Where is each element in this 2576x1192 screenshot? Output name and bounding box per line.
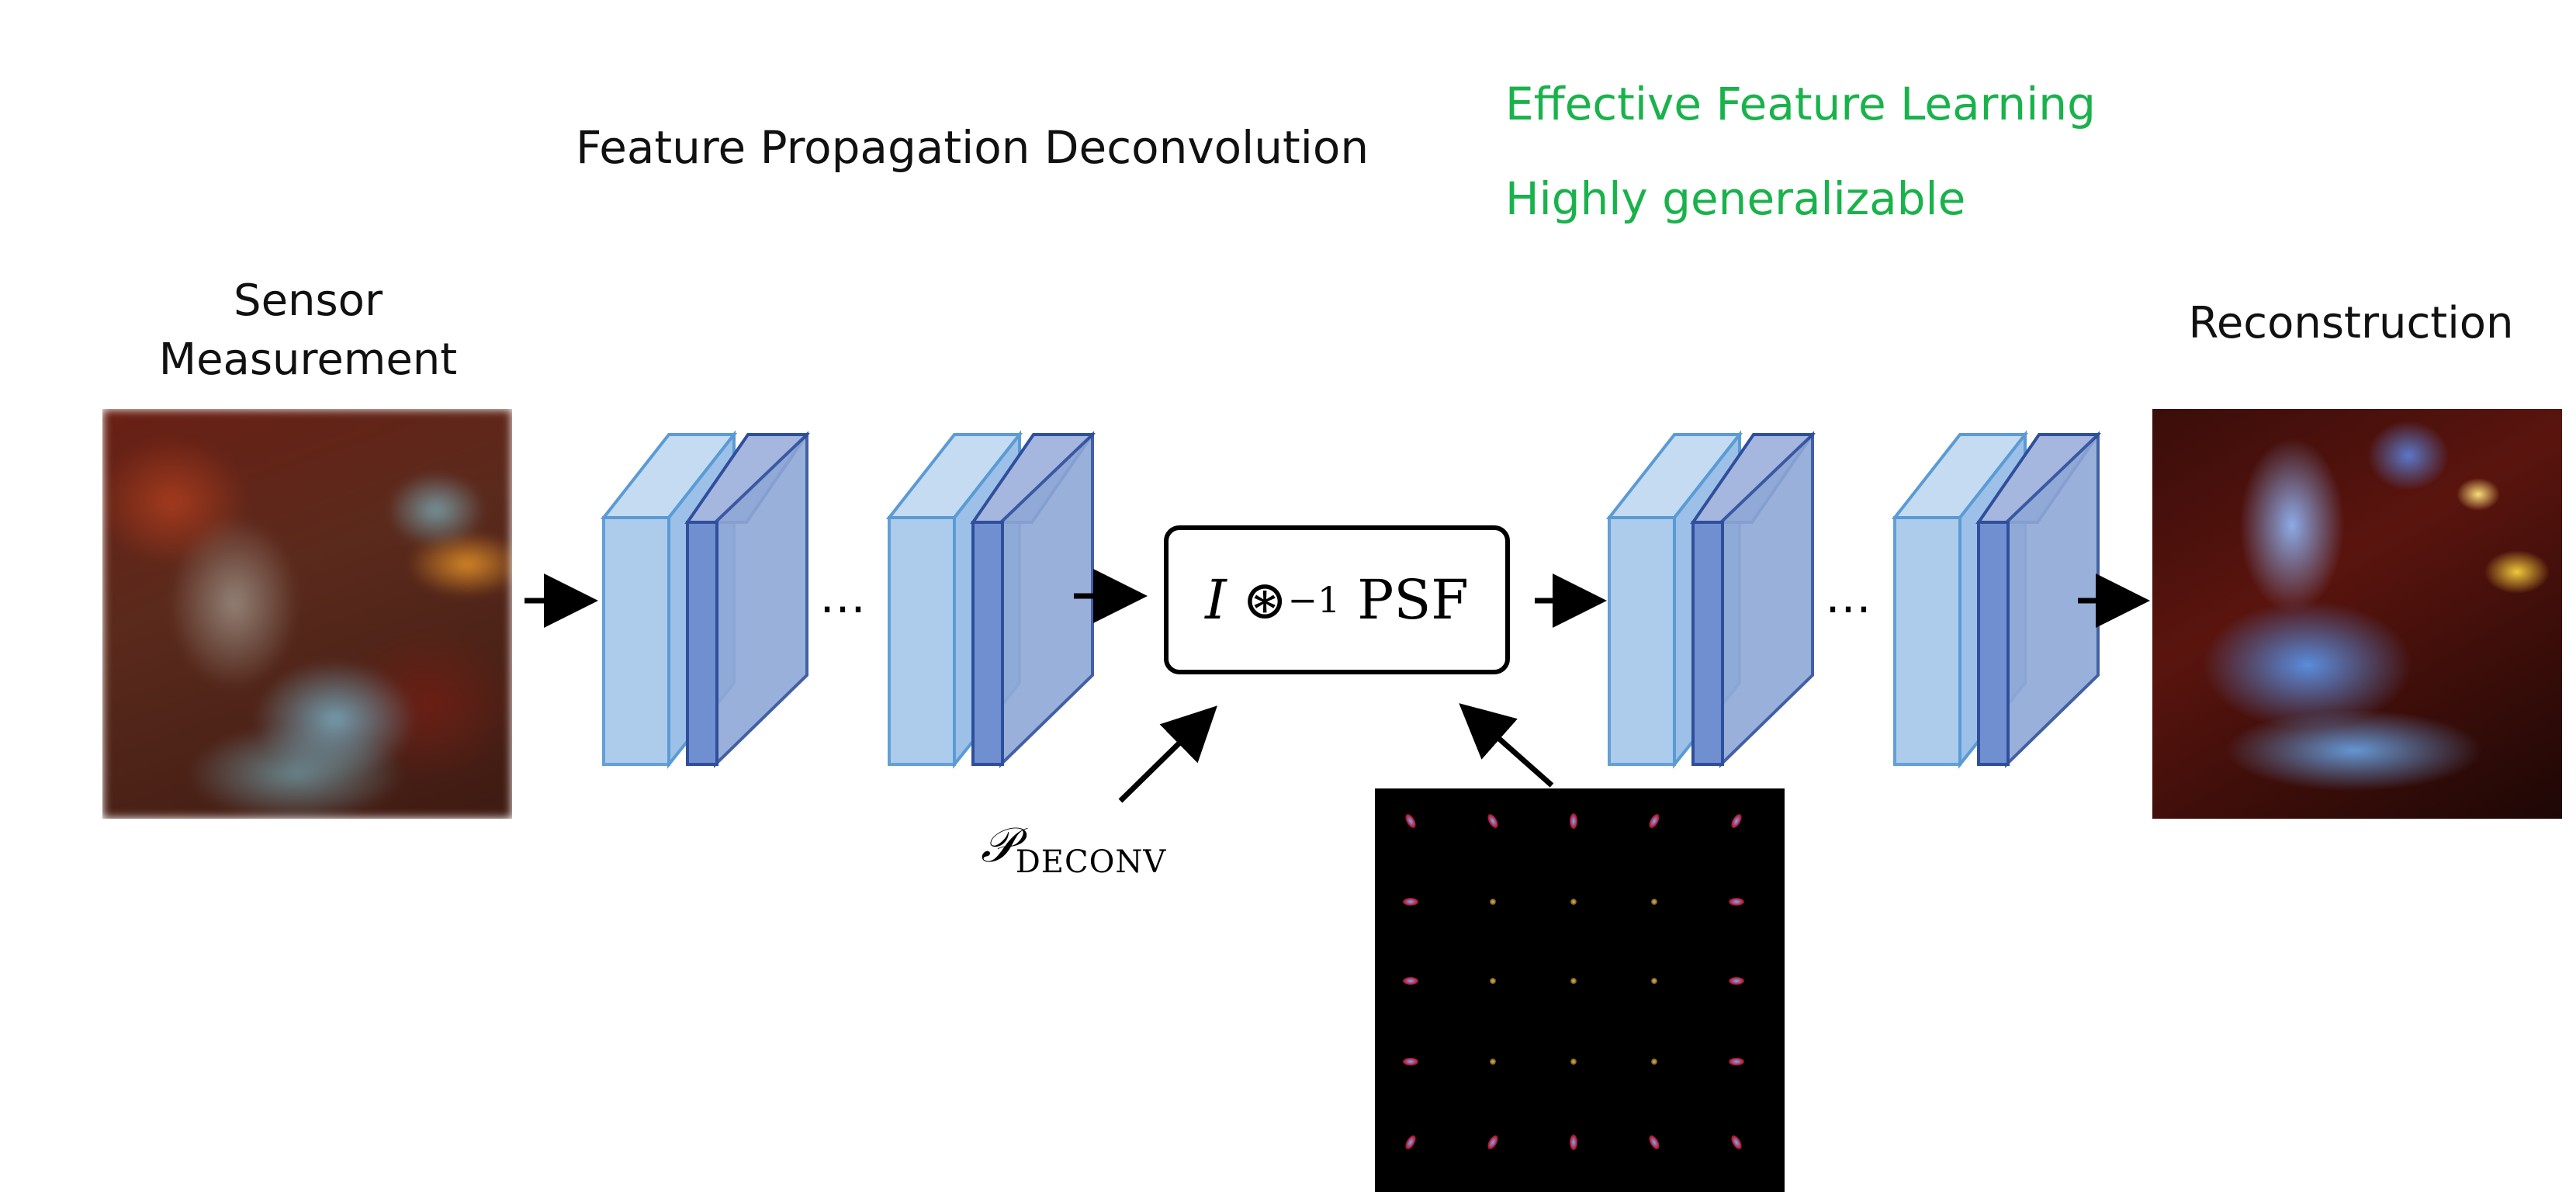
- psf-spot: [1490, 1059, 1496, 1065]
- psf-spot: [1490, 899, 1496, 905]
- psf-spot: [1651, 978, 1657, 984]
- psf-spot: [1570, 899, 1577, 905]
- formula-psf: PSF: [1357, 568, 1469, 632]
- deconv-parameter-subscript: DECONV: [1015, 844, 1167, 880]
- sensor-measurement-image: [102, 409, 512, 819]
- conv-layer-block-2: [885, 430, 1096, 769]
- conv-layer-block-3: [1605, 430, 1816, 769]
- psf-spot: [1490, 978, 1496, 984]
- reconstruction-image: [2152, 409, 2562, 819]
- reconstruction-label: Reconstruction: [2188, 298, 2514, 348]
- arrow-psf-to-deconv: [1459, 703, 1554, 788]
- formula-input-symbol: I: [1205, 568, 1227, 632]
- feature-effective-learning: Effective Feature Learning: [1505, 78, 2096, 130]
- psf-grid-image: [1375, 788, 1785, 1192]
- psf-spot: [1570, 813, 1577, 829]
- formula-deconv-operator: ⊛: [1241, 568, 1288, 632]
- psf-spot: [1570, 1059, 1577, 1065]
- psf-spot: [1570, 978, 1577, 984]
- psf-spot: [1570, 1135, 1577, 1150]
- conv-layer-block-1: [600, 430, 810, 769]
- ellipsis-right: …: [1825, 570, 1871, 624]
- sensor-measurement-label: Sensor Measurement: [158, 275, 458, 385]
- formula-inverse-superscript: −1: [1287, 579, 1341, 621]
- deconv-parameter-label: 𝒫DECONV: [981, 816, 1167, 880]
- ellipsis-left: …: [819, 570, 866, 624]
- feature-generalizable: Highly generalizable: [1505, 172, 1966, 225]
- psf-spot: [1651, 1059, 1657, 1065]
- psf-spot: [1651, 899, 1657, 905]
- conv-layer-block-4: [1891, 430, 2101, 769]
- deconvolution-operator-box: I ⊛ −1 PSF: [1164, 525, 1510, 674]
- diagram-title: Feature Propagation Deconvolution: [576, 121, 1369, 174]
- arrow-param-to-deconv: [1118, 705, 1217, 803]
